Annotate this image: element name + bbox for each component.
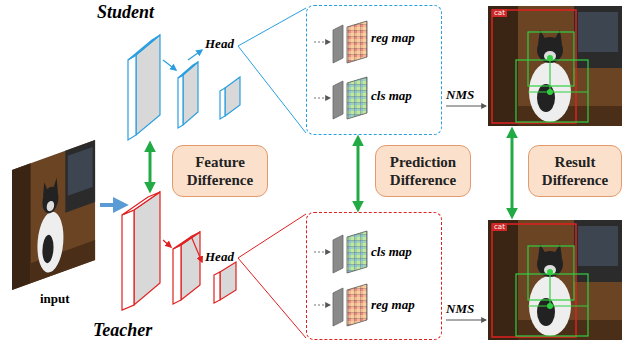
model-label: Student bbox=[97, 3, 154, 23]
difference-arrow bbox=[357, 138, 360, 209]
head-label: Head bbox=[205, 37, 234, 51]
input-label: input bbox=[40, 292, 70, 306]
prediction-region: reg map cls map bbox=[306, 5, 442, 135]
prediction-region: cls map reg map bbox=[306, 212, 442, 340]
node-text: Feature Difference bbox=[177, 153, 263, 189]
nms-label: NMS bbox=[446, 88, 474, 102]
map-label: reg map bbox=[371, 31, 415, 45]
map-label: reg map bbox=[371, 298, 415, 312]
difference-box: Result Difference bbox=[528, 145, 622, 197]
map-label: cls map bbox=[371, 89, 412, 103]
map-label: cls map bbox=[371, 245, 412, 259]
difference-box: Prediction Difference bbox=[375, 145, 471, 197]
class-tag: cat bbox=[492, 9, 507, 17]
node-text: Prediction Difference bbox=[380, 153, 466, 189]
head-label: Head bbox=[205, 250, 234, 264]
class-tag: cat bbox=[492, 223, 507, 231]
difference-box: Feature Difference bbox=[172, 145, 268, 197]
nms-label: NMS bbox=[446, 302, 474, 316]
model-label: Teacher bbox=[93, 321, 152, 341]
node-text: Result Difference bbox=[533, 153, 617, 189]
